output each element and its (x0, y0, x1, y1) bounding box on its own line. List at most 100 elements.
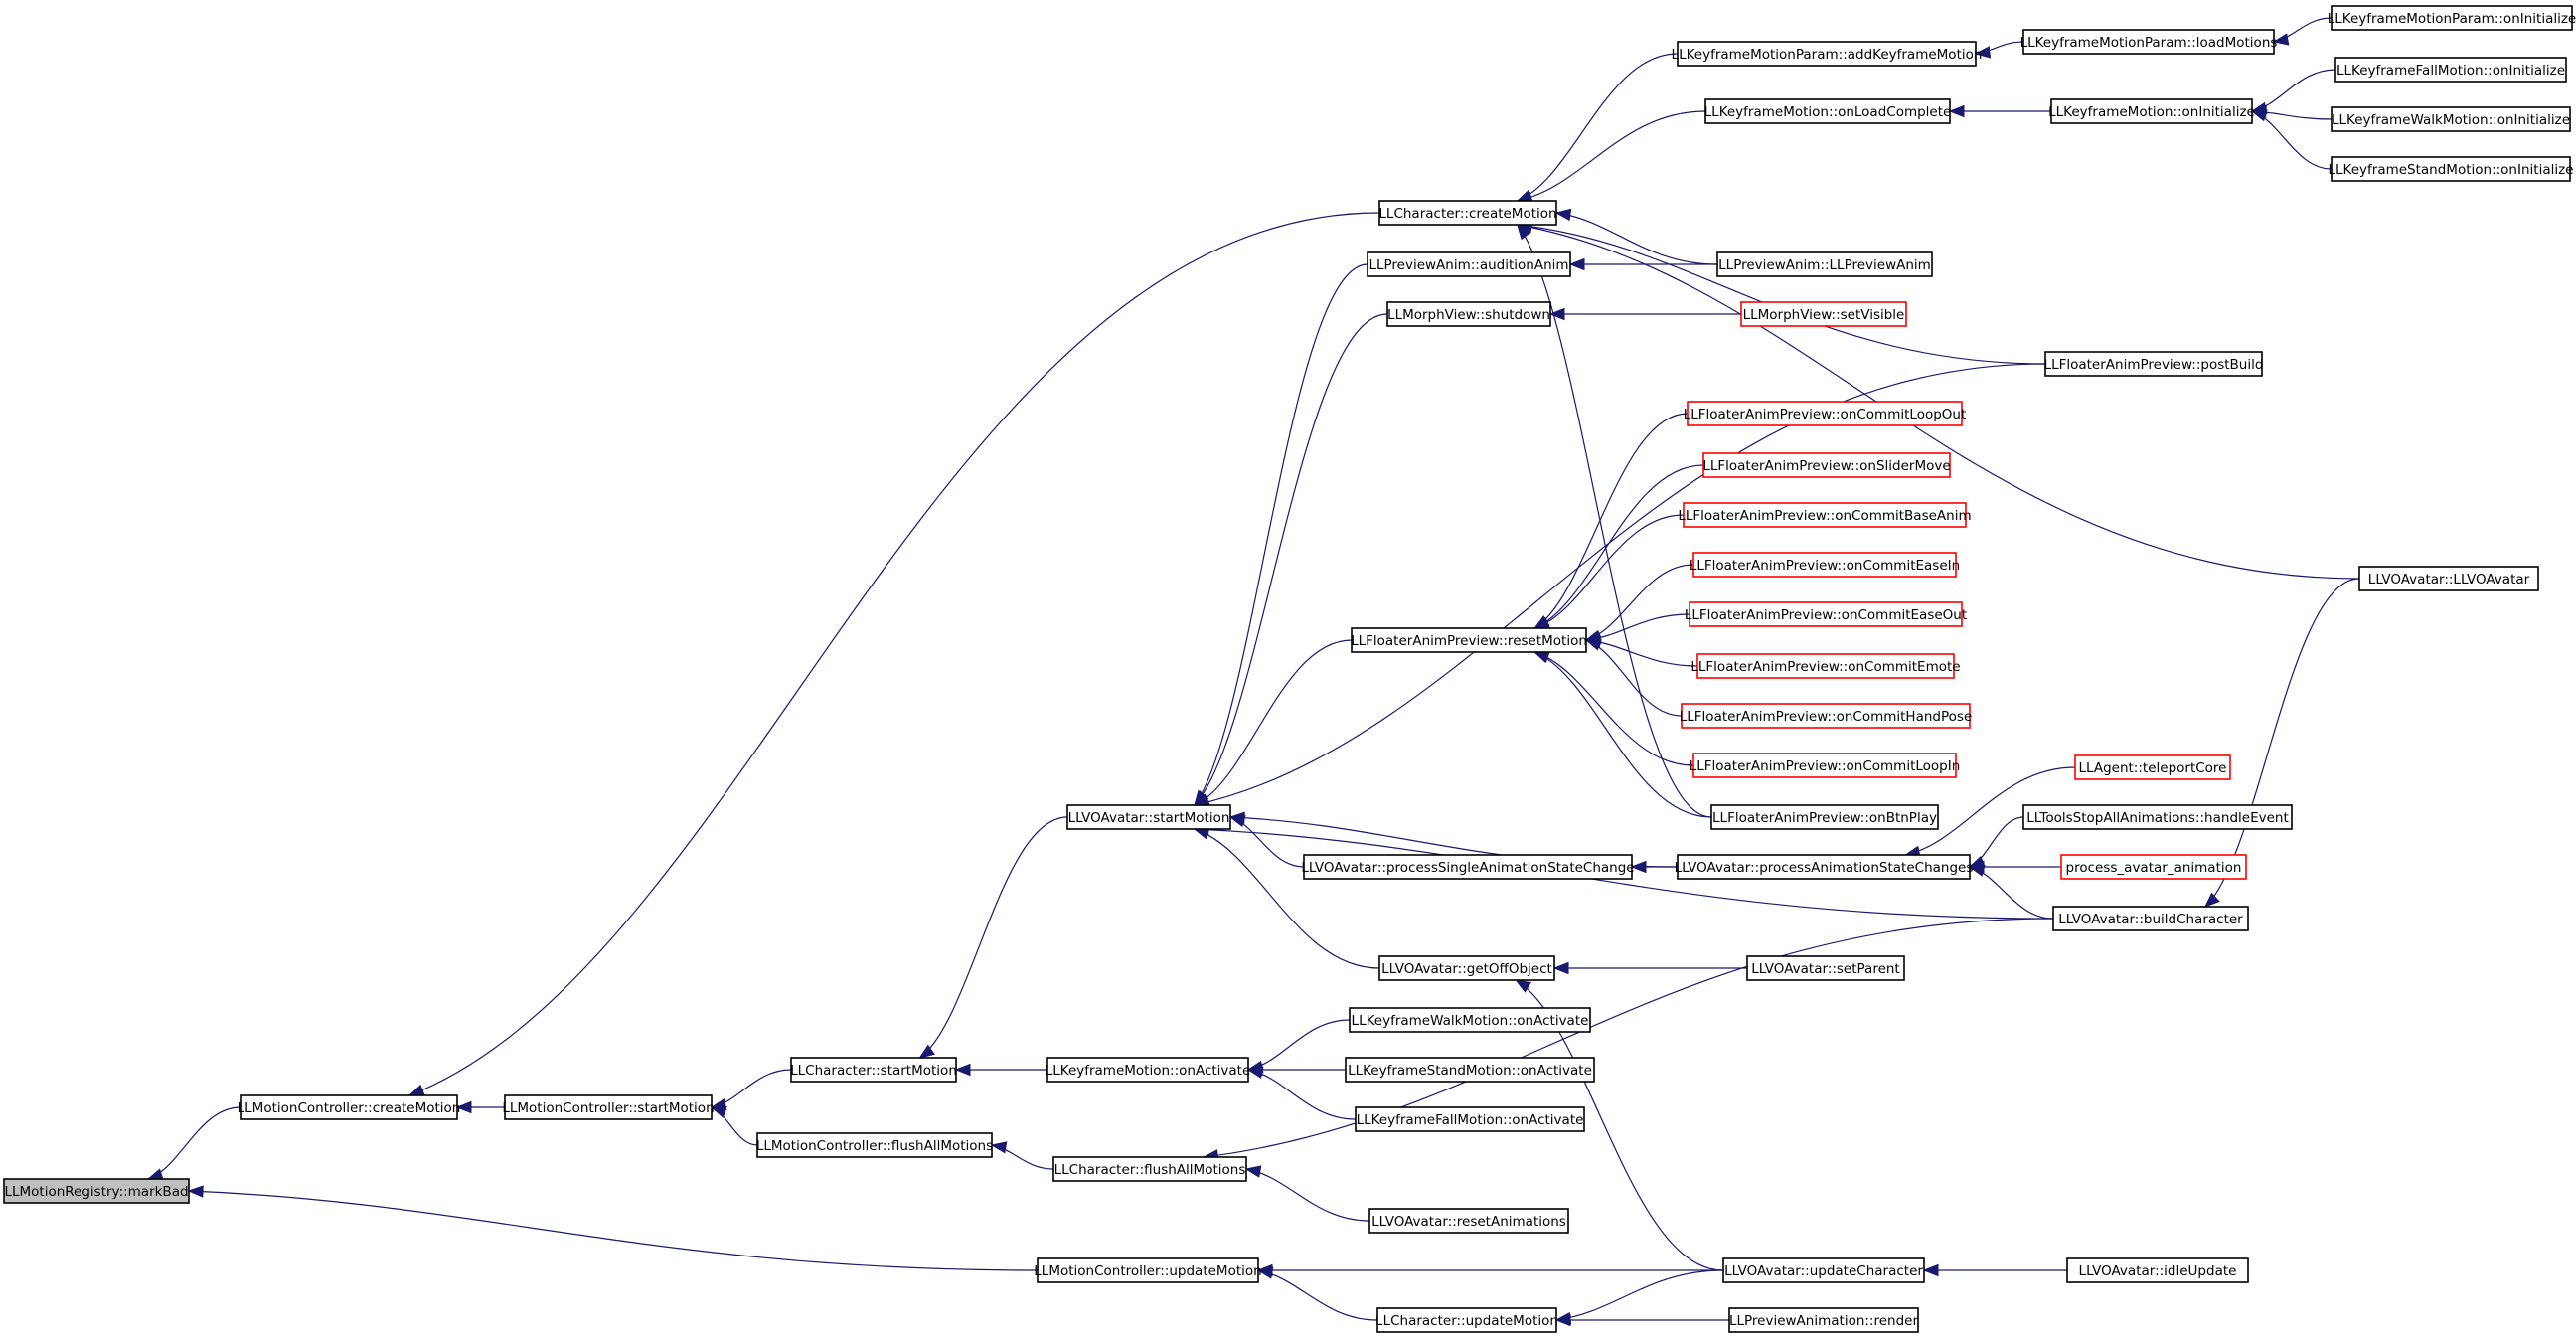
edge-line (1533, 651, 1694, 766)
edge-arrowhead (1554, 1313, 1571, 1327)
edge-pactor-to-charcreatemotion (1554, 208, 1718, 265)
node-label: LLKeyframeStandMotion::onActivate (1348, 1063, 1592, 1079)
node-llpreviewanimation-render[interactable]: LLPreviewAnimation::render (1728, 1307, 1919, 1333)
node-llkeyframemotionparam-oninitialize[interactable]: LLKeyframeMotionParam::onInitialize (2328, 5, 2576, 31)
node-label: LLFloaterAnimPreview::onCommitBaseAnim (1678, 508, 1971, 524)
node-label: LLKeyframeWalkMotion::onActivate (1352, 1013, 1589, 1029)
edge-vaupdatechar-to-charupdatemotion (1554, 1269, 1724, 1325)
node-llfloateranimpreview-onslidermove[interactable]: LLFloaterAnimPreview::onSliderMove (1702, 452, 1951, 478)
node-llcharacter-flushallmotions[interactable]: LLCharacter::flushAllMotions (1052, 1156, 1247, 1182)
node-box (1692, 552, 1957, 578)
node-llkeyframewalkmotion-onactivate[interactable]: LLKeyframeWalkMotion::onActivate (1349, 1007, 1591, 1033)
edge-kfmpaddkf-to-charcreatemotion (1516, 53, 1679, 202)
node-llkeyframefallmotion-oninitialize[interactable]: LLKeyframeFallMotion::onInitialize (2334, 57, 2567, 83)
node-label: LLVOAvatar::buildCharacter (2058, 912, 2243, 927)
edge-arrowhead (2250, 109, 2268, 122)
node-llfloateranimpreview-postbuild[interactable]: LLFloaterAnimPreview::postBuild (2044, 351, 2264, 377)
node-label: LLPreviewAnimation::render (1729, 1313, 1919, 1329)
node-llmotioncontroller-createmotion[interactable]: LLMotionController::createMotion (238, 1094, 461, 1120)
node-llmotioncontroller-startmotion[interactable]: LLMotionController::startMotion (502, 1094, 715, 1120)
node-llvoavatar-resetanimations[interactable]: LLVOAvatar::resetAnimations (1368, 1208, 1569, 1234)
node-llvoavatar-buildcharacter[interactable]: LLVOAvatar::buildCharacter (2052, 906, 2249, 931)
node-llvoavatar-idleupdate[interactable]: LLVOAvatar::idleUpdate (2066, 1257, 2249, 1283)
node-llfloateranimpreview-onbtnplay[interactable]: LLFloaterAnimPreview::onBtnPlay (1710, 804, 1939, 830)
node-llpreviewanim-auditionanim[interactable]: LLPreviewAnim::auditionAnim (1367, 251, 1571, 277)
node-label: LLVOAvatar::idleUpdate (2079, 1263, 2237, 1279)
node-box (2052, 906, 2249, 931)
node-llmotioncontroller-flushallmotions[interactable]: LLMotionController::flushAllMotions (756, 1132, 993, 1158)
node-box (2060, 854, 2247, 880)
edge-line (1194, 263, 1368, 806)
edge-toolsstopall-to-vaprocesschanges (1968, 816, 2024, 868)
node-label: LLMotionController::flushAllMotions (756, 1138, 993, 1154)
node-llkeyframemotion-oninitialize[interactable]: LLKeyframeMotion::onInitialize (2048, 98, 2255, 124)
node-llkeyframestandmotion-onactivate[interactable]: LLKeyframeStandMotion::onActivate (1345, 1057, 1595, 1083)
node-llfloateranimpreview-oncommitloopin[interactable]: LLFloaterAnimPreview::onCommitLoopIn (1690, 753, 1961, 778)
node-llmotionregistry-markbad[interactable]: LLMotionRegistry::markBad (3, 1178, 190, 1204)
node-llvoavatar-processsingleanimationstatechange[interactable]: LLVOAvatar::processSingleAnimationStateC… (1301, 854, 1635, 880)
node-box (1740, 301, 1907, 327)
node-llvoavatar-startmotion[interactable]: LLVOAvatar::startMotion (1066, 804, 1231, 830)
node-llagent-teleportcore[interactable]: LLAgent::teleportCore (2074, 754, 2231, 780)
node-llvoavatar-updatecharacter[interactable]: LLVOAvatar::updateCharacter (1722, 1257, 1925, 1283)
node-llcharacter-startmotion[interactable]: LLCharacter::startMotion (790, 1057, 957, 1083)
node-box (1689, 601, 1963, 627)
node-llkeyframemotion-onactivate[interactable]: LLKeyframeMotion::onActivate (1046, 1057, 1251, 1083)
edge-mcstartmotion-to-mccreatemotion (455, 1100, 506, 1114)
node-llmotioncontroller-updatemotion[interactable]: LLMotionController::updateMotion (1034, 1257, 1262, 1283)
node-box (1716, 251, 1933, 277)
node-llfloateranimpreview-oncommitbaseanim[interactable]: LLFloaterAnimPreview::onCommitBaseAnim (1678, 502, 1972, 528)
node-box (1677, 854, 1971, 880)
node-label: LLKeyframeMotionParam::loadMotions (2020, 35, 2278, 51)
node-llkeyframemotionparam-loadmotions[interactable]: LLKeyframeMotionParam::loadMotions (2020, 29, 2278, 55)
node-box (1704, 98, 1951, 124)
node-process-avatar-animation[interactable]: process_avatar_animation (2060, 854, 2247, 880)
node-lltoolsstopallanimations-handleevent[interactable]: LLToolsStopAllAnimations::handleEvent (2022, 804, 2293, 830)
node-box (1037, 1257, 1259, 1283)
node-box (1345, 1057, 1595, 1083)
node-llvoavatar-llvoavatar[interactable]: LLVOAvatar::LLVOAvatar (2358, 566, 2539, 591)
edge-vaprocesssingle-to-vastartmotion (1228, 815, 1305, 868)
node-label: LLPreviewAnim::auditionAnim (1368, 257, 1568, 273)
node-box (1066, 804, 1231, 830)
edge-line (1533, 413, 1689, 629)
edge-arrowhead (407, 1084, 425, 1096)
node-llmorphview-shutdown[interactable]: LLMorphView::shutdown (1386, 301, 1551, 327)
node-llfloateranimpreview-resetmotion[interactable]: LLFloaterAnimPreview::resetMotion (1351, 627, 1587, 653)
node-llfloateranimpreview-oncommitloopout[interactable]: LLFloaterAnimPreview::onCommitLoopOut (1684, 401, 1967, 426)
edge-line (1517, 53, 1679, 202)
node-llvoavatar-setparent[interactable]: LLVOAvatar::setParent (1746, 955, 1905, 981)
node-llkeyframewalkmotion-oninitialize[interactable]: LLKeyframeWalkMotion::onInitialize (2331, 106, 2571, 132)
edge-arrowhead (1515, 979, 1531, 993)
node-llcharacter-createmotion[interactable]: LLCharacter::createMotion (1378, 200, 1557, 226)
edge-arrowhead (954, 1063, 971, 1077)
node-label: LLFloaterAnimPreview::onCommitEaseOut (1685, 607, 1967, 623)
node-label: LLKeyframeWalkMotion::onInitialize (2332, 112, 2570, 128)
edge-kfmonloadcomplete-to-charcreatemotion (1516, 110, 1706, 205)
node-llvoavatar-processanimationstatechanges[interactable]: LLVOAvatar::processAnimationStateChanges (1675, 854, 1974, 880)
node-llvoavatar-getoffobject[interactable]: LLVOAvatar::getOffObject (1378, 955, 1555, 981)
node-llfloateranimpreview-oncommiteaseout[interactable]: LLFloaterAnimPreview::onCommitEaseOut (1685, 601, 1967, 627)
node-llfloateranimpreview-oncommitemote[interactable]: LLFloaterAnimPreview::onCommitEmote (1690, 653, 1961, 679)
node-llkeyframemotionparam-addkeyframemotion[interactable]: LLKeyframeMotionParam::addKeyframeMotion (1672, 41, 1983, 67)
node-label: LLVOAvatar::LLVOAvatar (2368, 572, 2530, 587)
node-label: LLVOAvatar::setParent (1751, 961, 1899, 977)
node-box (1683, 502, 1967, 528)
node-box (1681, 703, 1971, 729)
edge-arrowhead (1517, 223, 1531, 241)
node-llmorphview-setvisible[interactable]: LLMorphView::setVisible (1740, 301, 1907, 327)
node-label: process_avatar_animation (2066, 860, 2242, 876)
node-llcharacter-updatemotion[interactable]: LLCharacter::updateMotion (1375, 1307, 1558, 1333)
node-layer: LLMotionRegistry::markBadLLMotionControl… (3, 5, 2576, 1333)
node-llpreviewanim-llpreviewanim[interactable]: LLPreviewAnim::LLPreviewAnim (1716, 251, 1933, 277)
node-box (2331, 5, 2573, 31)
edge-mcflushall-to-mcstartmotion (710, 1105, 758, 1146)
node-llkeyframemotion-onloadcomplete[interactable]: LLKeyframeMotion::onLoadComplete (1704, 98, 1952, 124)
node-llkeyframestandmotion-oninitialize[interactable]: LLKeyframeStandMotion::onInitialize (2329, 156, 2574, 182)
node-llfloateranimpreview-oncommithandpose[interactable]: LLFloaterAnimPreview::onCommitHandPose (1680, 703, 1973, 729)
node-label: LLMorphView::setVisible (1743, 307, 1905, 323)
node-box (1349, 1007, 1591, 1033)
node-llfloateranimpreview-oncommiteasein[interactable]: LLFloaterAnimPreview::onCommitEaseIn (1690, 552, 1960, 578)
node-llkeyframefallmotion-onactivate[interactable]: LLKeyframeFallMotion::onActivate (1355, 1106, 1585, 1132)
edge-line (1533, 651, 1712, 818)
